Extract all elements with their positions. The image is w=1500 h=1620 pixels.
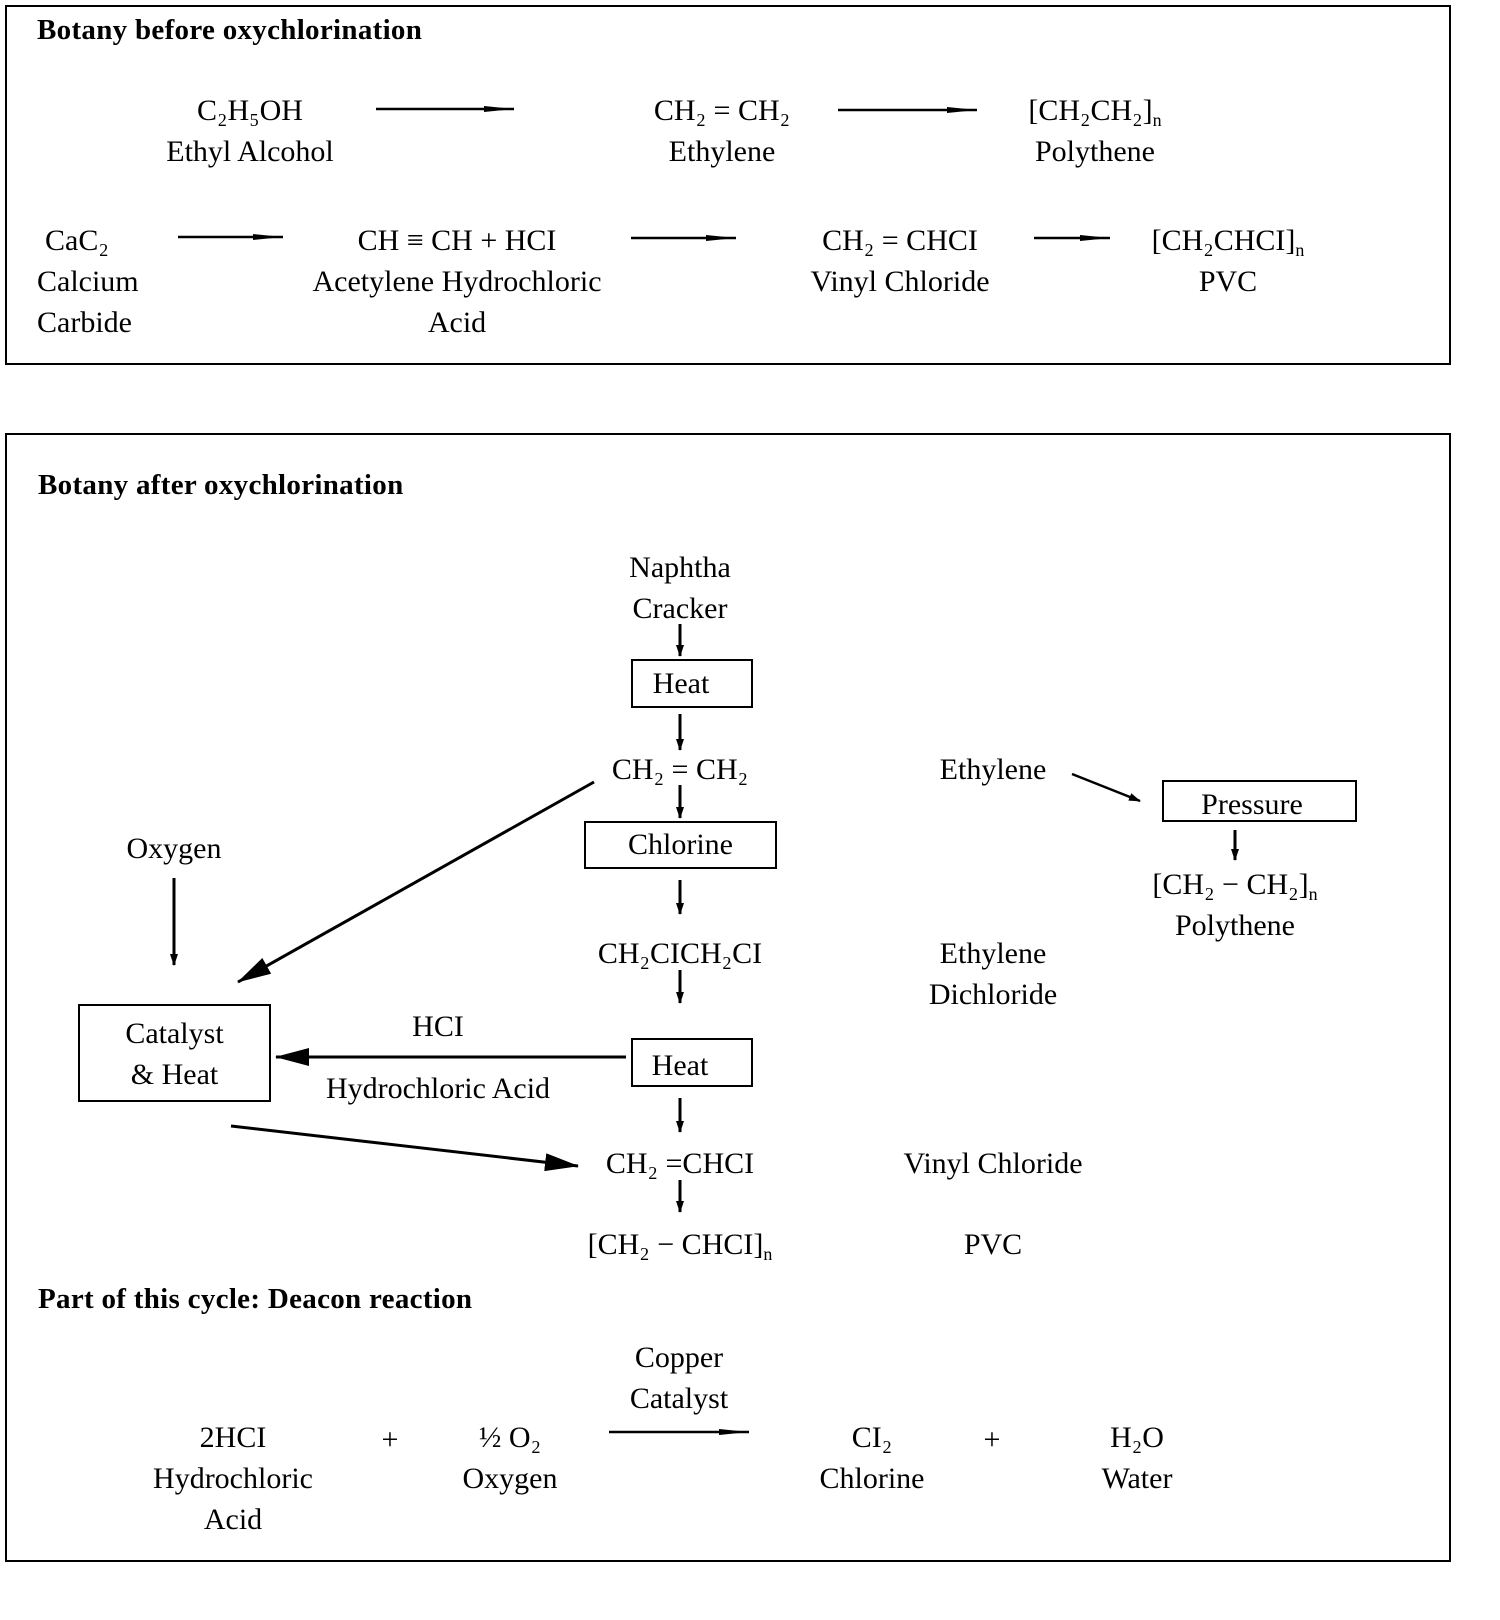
deacon-plus-1: + (381, 1423, 399, 1456)
ethanol-name: Ethyl Alcohol (166, 135, 334, 168)
top-panel-heading: Botany before oxychlorination (37, 14, 423, 46)
edc-name-1: Ethylene (939, 937, 1047, 970)
polythene-bottom: [CH₂ − CH₂]n Polythene (1152, 864, 1317, 946)
chlorine-box-label: Chlorine (628, 828, 733, 861)
deacon-water: H₂O Water (1102, 1417, 1173, 1499)
ethylene-formula: CH₂ = CH₂ (611, 753, 749, 786)
polythene-top-subscript: n (1152, 110, 1162, 130)
polythene-top: [CH₂CH₂]n Polythene (1028, 90, 1161, 172)
deacon-hcl: 2HCI Hydrochloric Acid (153, 1417, 313, 1540)
carbide-name-1: Calcium (37, 265, 139, 298)
polythene-bottom-name: Polythene (1174, 909, 1295, 942)
pvc-top-formula: [CH₂CHCI] (1151, 224, 1296, 257)
bottom-panel-heading: Botany after oxychlorination (38, 469, 404, 501)
acetylene-formula: CH ≡ CH + HCI (357, 224, 557, 257)
pvc-top-name: PVC (1198, 265, 1258, 298)
ethylene-top: CH₂ = CH₂ Ethylene (654, 90, 790, 172)
polythene-bottom-subscript: n (1308, 884, 1318, 904)
pvc-bottom-subscript: n (763, 1244, 773, 1264)
deacon-catalyst-1: Copper (634, 1341, 724, 1374)
heat-box-1 (631, 659, 753, 708)
heat-box-2-label: Heat (651, 1049, 709, 1082)
carbide-name-2: Carbide (37, 306, 132, 339)
naphtha-cracker: Naphtha Cracker (629, 547, 731, 629)
polythene-top-formula: [CH₂CH₂] (1028, 94, 1153, 127)
deacon-oxygen-formula: ½ O₂ (478, 1421, 542, 1454)
vinyl-chloride-top: CH₂ = CHCI Vinyl Chloride (810, 220, 989, 302)
bottom-panel (5, 433, 1451, 1562)
vinyl-name: Vinyl Chloride (903, 1147, 1083, 1180)
ethanol: C₂H₅OH Ethyl Alcohol (166, 90, 334, 172)
pvc-bottom-formula-wrap: [CH₂ − CHCI]n (588, 1224, 773, 1265)
deacon-hcl-formula: 2HCI (199, 1421, 267, 1454)
ethanol-formula: C₂H₅OH (197, 94, 303, 127)
calcium-carbide: CaC₂ Calcium Carbide (37, 220, 139, 343)
arrow-ethylene-to-catalyst (237, 780, 595, 984)
naphtha-label-2: Cracker (632, 592, 728, 625)
oxygen-label: Oxygen (126, 832, 222, 865)
heat-box-2 (631, 1038, 753, 1087)
deacon-water-name: Water (1101, 1462, 1173, 1495)
acetylene-name-1: Acetylene Hydrochloric (312, 265, 602, 298)
ethylene-top-name: Ethylene (668, 135, 776, 168)
edc-name-2: Dichloride (928, 978, 1058, 1011)
deacon-oxygen: ½ O₂ Oxygen (463, 1417, 558, 1499)
arrow-catalyst-to-vinyl (230, 1124, 579, 1172)
polythene-top-name: Polythene (1035, 135, 1155, 168)
edc-name: Ethylene Dichloride (929, 933, 1057, 1015)
pressure-box (1162, 780, 1357, 822)
edc-formula: CH₂CICH₂CI (597, 937, 763, 970)
pvc-bottom-formula: [CH₂ − CHCI] (587, 1228, 764, 1261)
naphtha-label-1: Naphtha (629, 551, 731, 584)
deacon-chlorine-name: Chlorine (819, 1462, 925, 1495)
acetylene-hcl: CH ≡ CH + HCI Acetylene Hydrochloric Aci… (312, 220, 601, 343)
heat-box-1-label: Heat (652, 667, 710, 700)
polythene-bottom-formula: [CH₂ − CH₂] (1152, 868, 1309, 901)
ethylene-top-formula: CH₂ = CH₂ (653, 94, 791, 127)
catalyst-box-line-1: Catalyst (125, 1017, 224, 1050)
deacon-water-formula: H₂O (1110, 1421, 1164, 1454)
catalyst-heat-box-label: Catalyst & Heat (78, 1013, 271, 1095)
deacon-chlorine-formula: CI₂ (851, 1421, 893, 1454)
chlorine-box (584, 821, 777, 869)
deacon-hcl-name-2: Acid (203, 1503, 263, 1536)
vinyl-formula: CH₂ =CHCI (605, 1147, 755, 1180)
acetylene-name-2: Acid (427, 306, 487, 339)
deacon-catalyst-2: Catalyst (629, 1382, 729, 1415)
deacon-heading: Part of this cycle: Deacon reaction (38, 1283, 473, 1315)
arrow-ethylene-to-pressure (1071, 772, 1141, 803)
pvc-top-subscript: n (1295, 240, 1305, 260)
top-panel (5, 5, 1451, 365)
deacon-catalyst: Copper Catalyst (630, 1337, 728, 1419)
deacon-chlorine: CI₂ Chlorine (820, 1417, 925, 1499)
vinyl-top-formula: CH₂ = CHCI (822, 224, 978, 257)
pressure-box-label: Pressure (1201, 788, 1303, 821)
ethylene-label: Ethylene (939, 753, 1047, 786)
deacon-hcl-name-1: Hydrochloric (153, 1462, 313, 1495)
catalyst-box-line-2: & Heat (130, 1058, 219, 1091)
vinyl-top-name: Vinyl Chloride (810, 265, 990, 298)
pvc-bottom-name: PVC (963, 1228, 1023, 1261)
pvc-top: [CH₂CHCI]n PVC (1152, 220, 1305, 302)
deacon-oxygen-name: Oxygen (462, 1462, 558, 1495)
deacon-plus-2: + (983, 1423, 1001, 1456)
hcl-name: Hydrochloric Acid (325, 1072, 551, 1105)
hcl-formula: HCI (412, 1010, 464, 1043)
catalyst-heat-box (78, 1004, 271, 1102)
carbide-formula: CaC₂ (45, 224, 109, 257)
